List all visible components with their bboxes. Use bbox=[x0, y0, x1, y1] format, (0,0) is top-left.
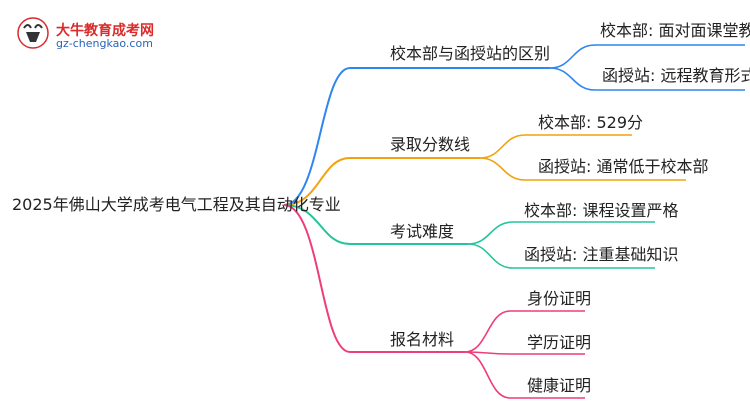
leaf-connector-3-2 bbox=[464, 351, 585, 399]
leaf-connector-3-1 bbox=[464, 351, 585, 355]
leaf-connector-2-1 bbox=[467, 243, 655, 269]
leaf-label-station-difficulty: 函授站: 注重基础知识 bbox=[524, 245, 679, 264]
leaf-label-station-score: 函授站: 通常低于校本部 bbox=[538, 157, 709, 176]
branch-connector-1 bbox=[283, 157, 480, 206]
branch-connector-2 bbox=[283, 204, 468, 245]
leaf-label-id-proof: 身份证明 bbox=[527, 289, 592, 308]
leaf-label-station-teaching: 函授站: 远程教育形式 bbox=[602, 66, 750, 85]
logo-title: 大牛教育成考网 bbox=[56, 23, 154, 39]
leaf-label-campus-teaching: 校本部: 面对面课堂教学 bbox=[600, 21, 750, 40]
branch-label-application-materials: 报名材料 bbox=[390, 330, 455, 349]
leaf-label-education-proof: 学历证明 bbox=[527, 333, 592, 352]
branch-connector-3 bbox=[283, 204, 465, 353]
site-logo[interactable]: 大牛教育成考网 gz-chengkao.com bbox=[16, 16, 206, 52]
logo-url: gz-chengkao.com bbox=[56, 37, 153, 50]
leaf-connector-0-0 bbox=[549, 44, 745, 69]
branch-label-exam-difficulty: 考试难度 bbox=[390, 222, 455, 241]
bull-logo-icon bbox=[17, 17, 49, 49]
leaf-connector-3-0 bbox=[464, 310, 585, 353]
leaf-connector-0-1 bbox=[549, 67, 745, 91]
leaf-label-health-proof: 健康证明 bbox=[527, 376, 592, 395]
leaf-connector-1-0 bbox=[479, 134, 632, 159]
branch-connector-0 bbox=[283, 67, 550, 206]
branch-label-admission-score: 录取分数线 bbox=[390, 135, 471, 154]
leaf-label-campus-score: 校本部: 529分 bbox=[538, 113, 644, 132]
leaf-connector-2-0 bbox=[467, 221, 655, 245]
leaf-connector-1-1 bbox=[479, 157, 686, 181]
root-node-label: 2025年佛山大学成考电气工程及其自动化专业 bbox=[12, 195, 341, 214]
branch-label-differences: 校本部与函授站的区别 bbox=[390, 44, 551, 63]
leaf-label-campus-difficulty: 校本部: 课程设置严格 bbox=[524, 201, 679, 220]
